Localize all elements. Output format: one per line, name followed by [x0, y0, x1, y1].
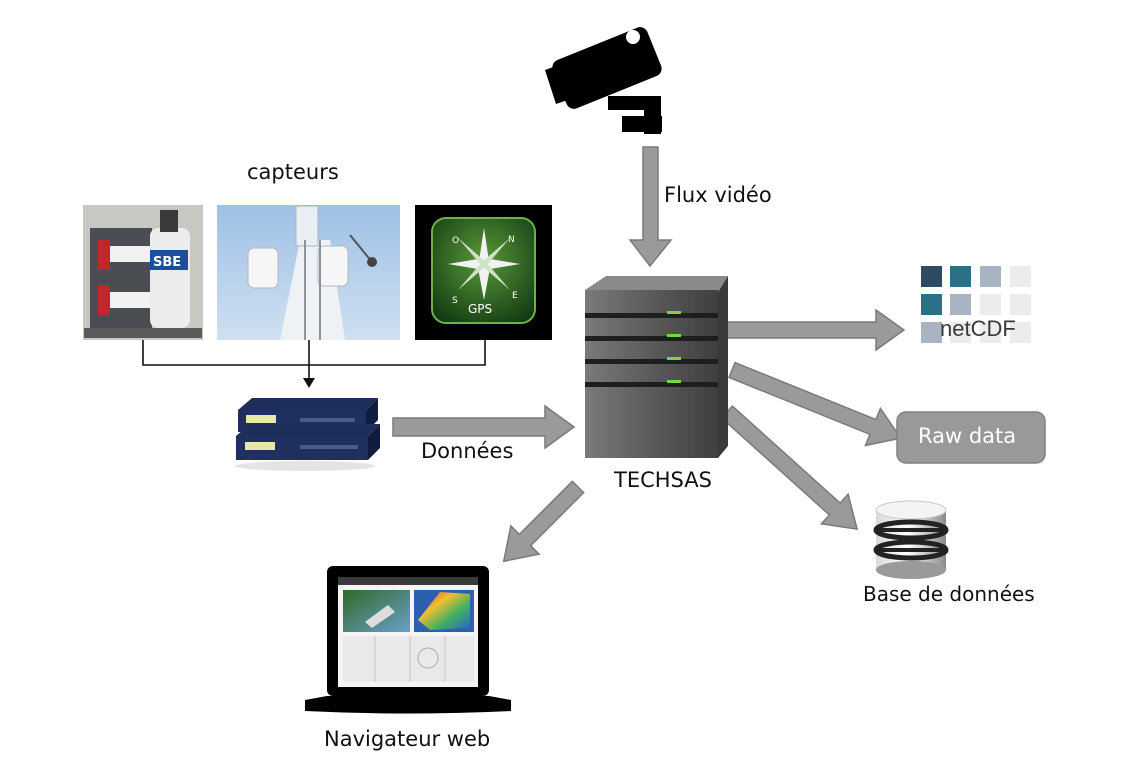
gps-logo-text: GPS — [468, 302, 492, 316]
arrow-video-to-server — [628, 146, 673, 268]
compass-n-label: N — [508, 235, 515, 245]
raw-data-box — [896, 411, 1046, 464]
gps-compass-photo: O N S E GPS — [415, 205, 552, 340]
video-stream-label: Flux vidéo — [664, 183, 772, 207]
compass-e-label: E — [512, 291, 518, 301]
techsas-server-icon — [585, 276, 728, 458]
sbe-sensor-photo: SBE — [83, 205, 203, 340]
compass-o-label: O — [452, 236, 459, 246]
sbe-logo-text: SBE — [153, 255, 181, 270]
sensors-label: capteurs — [247, 160, 339, 184]
serial-device-server-icon — [235, 398, 380, 471]
compass-s-label: S — [452, 296, 458, 306]
netcdf-label: netCDF — [940, 316, 1016, 341]
database-icon — [873, 500, 949, 579]
video-camera-icon — [545, 27, 662, 134]
raw-data-label: Raw data — [918, 424, 1017, 448]
server-label: TECHSAS — [614, 468, 712, 492]
laptop-icon — [305, 566, 511, 714]
data-flow-label: Données — [421, 439, 514, 463]
database-label: Base de données — [863, 582, 1035, 606]
arrow-server-to-browser — [502, 480, 585, 563]
arrow-server-to-raw-data — [728, 361, 903, 447]
sensor-bracket-connector — [142, 340, 486, 388]
weather-mast-photo — [217, 205, 400, 340]
arrow-device-to-server — [392, 404, 576, 450]
netcdf-logo — [921, 266, 1031, 343]
web-browser-label: Navigateur web — [324, 727, 491, 751]
arrow-server-to-database — [720, 404, 859, 531]
arrow-server-to-netcdf — [724, 308, 906, 352]
